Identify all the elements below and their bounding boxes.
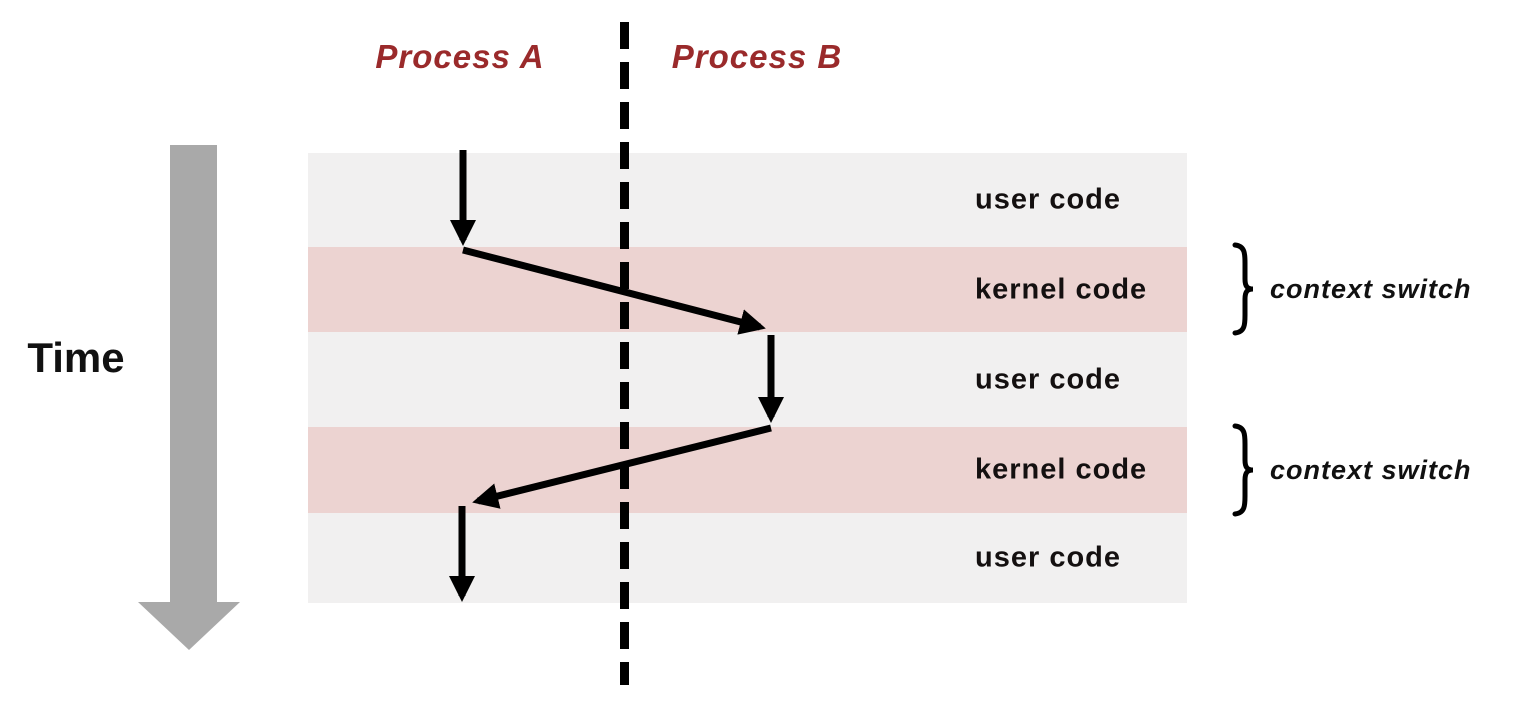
band-label: user code: [975, 541, 1121, 574]
context-switch-annotation: context switch: [1232, 242, 1472, 336]
band-label: user code: [975, 363, 1121, 395]
band-label: user code: [975, 183, 1121, 216]
time-arrow-icon: [138, 145, 240, 650]
process-b-label: Process B: [671, 38, 843, 75]
time-axis-label: Time: [27, 334, 125, 381]
kernel-code-band: kernel code: [308, 427, 1187, 513]
context-switch-label: context switch: [1270, 454, 1472, 485]
context-switch-label: context switch: [1270, 273, 1472, 304]
context-switch-annotation: context switch: [1232, 423, 1472, 517]
process-a-label: Process A: [375, 38, 545, 75]
curly-brace-icon: [1232, 242, 1254, 336]
curly-brace-icon: [1232, 423, 1254, 517]
band-label: kernel code: [975, 273, 1148, 305]
user-code-band: user code: [308, 332, 1187, 427]
execution-bands: user code kernel code user code kernel c…: [308, 153, 1187, 603]
control-flow-arrows: [449, 150, 784, 602]
band-label: kernel code: [975, 453, 1148, 486]
